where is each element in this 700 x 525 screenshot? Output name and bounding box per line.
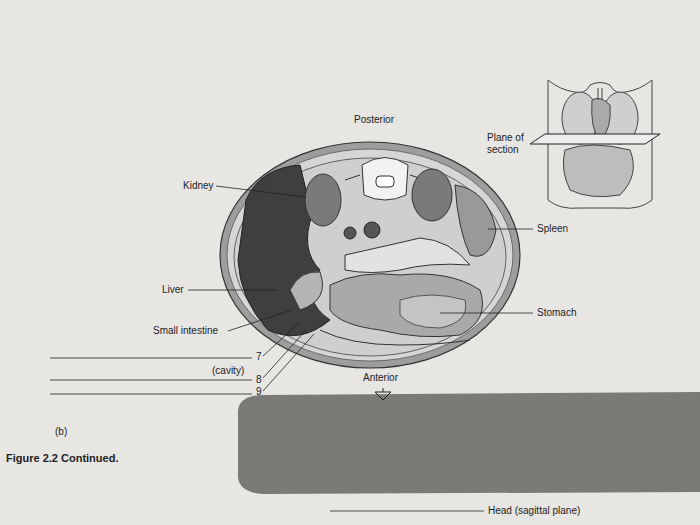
part-label: (cavity) [212, 365, 244, 377]
part-label: Liver [162, 284, 184, 296]
part-label: Spleen [537, 223, 568, 235]
figure-caption: Figure 2.2 Continued. [6, 452, 118, 464]
part-label: Stomach [537, 307, 576, 319]
part-label: Small intestine [153, 325, 218, 337]
part-label: Kidney [183, 180, 214, 192]
panel-letter: (b) [55, 426, 67, 438]
plane-label: Plane of section [487, 132, 535, 156]
orientation-label: Posterior [354, 114, 394, 126]
blank-label: Head (sagittal plane) [488, 505, 580, 517]
callout-number: 9 [256, 386, 262, 398]
orientation-label: Anterior [363, 372, 398, 384]
callout-number: 7 [256, 351, 262, 363]
callout-number: 8 [256, 374, 262, 386]
